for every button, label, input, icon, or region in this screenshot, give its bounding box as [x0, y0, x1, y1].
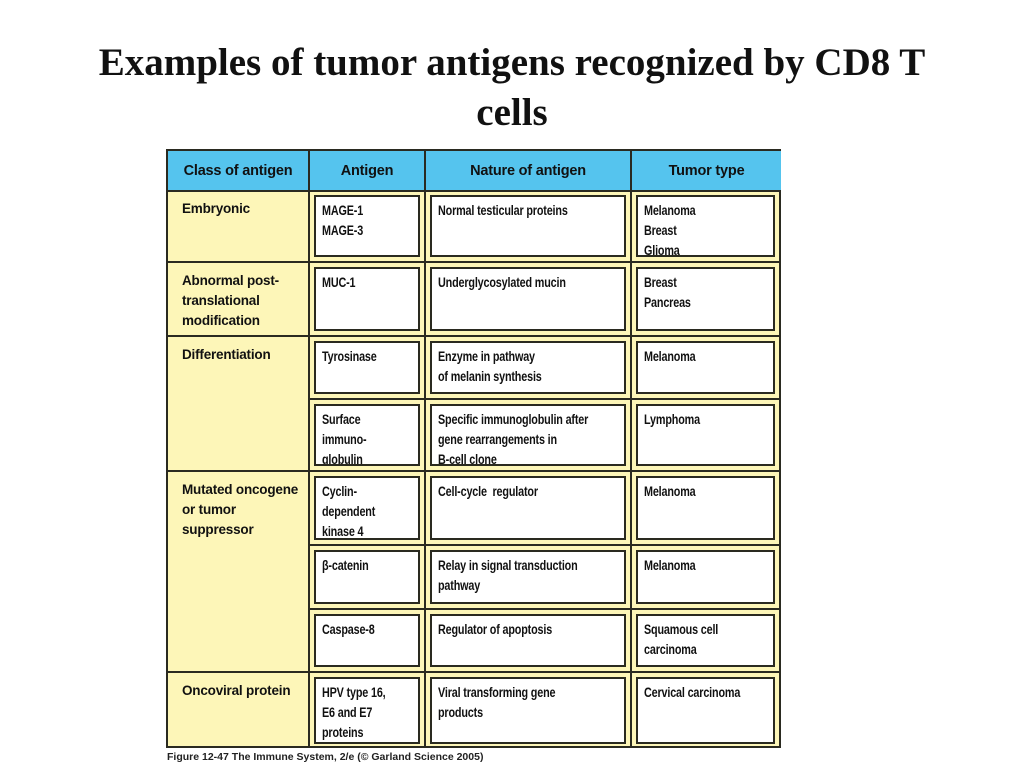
tumor-box: Breast Pancreas	[636, 267, 775, 331]
antigen-text: MAGE-1 MAGE-3	[322, 203, 364, 238]
class-cell: Abnormal post- translational modificatio…	[168, 263, 310, 337]
tumor-cell: Melanoma	[632, 546, 779, 610]
antigen-box: β-catenin	[314, 550, 420, 604]
nature-box: Cell-cycle regulator	[430, 476, 626, 540]
antigen-text: MUC-1	[322, 275, 356, 290]
antigen-box: HPV type 16, E6 and E7 proteins	[314, 677, 420, 744]
tumor-box: Melanoma Breast Glioma	[636, 195, 775, 257]
antigen-box: MUC-1	[314, 267, 420, 331]
nature-box: Regulator of apoptosis	[430, 614, 626, 667]
figure-caption: Figure 12-47 The Immune System, 2/e (© G…	[167, 751, 484, 763]
tumor-text: Squamous cell carcinoma	[644, 622, 719, 657]
class-cell: Embryonic	[168, 191, 310, 263]
tumor-text: Lymphoma	[644, 412, 700, 427]
antigen-box: Tyrosinase	[314, 341, 420, 394]
tumor-box: Cervical carcinoma	[636, 677, 775, 744]
antigen-cell: HPV type 16, E6 and E7 proteins	[310, 673, 426, 748]
antigen-cell: Caspase-8	[310, 610, 426, 673]
antigen-text: HPV type 16, E6 and E7 proteins	[322, 685, 386, 740]
antigen-text: Tyrosinase	[322, 349, 377, 364]
nature-cell: Regulator of apoptosis	[426, 610, 632, 673]
class-cell: Mutated oncogene or tumor suppressor	[168, 472, 310, 673]
antigen-box: Cyclin- dependent kinase 4	[314, 476, 420, 540]
tumor-box: Melanoma	[636, 550, 775, 604]
antigen-box: Surface immuno- globulin	[314, 404, 420, 466]
class-cell: Differentiation	[168, 337, 310, 472]
tumor-cell: Squamous cell carcinoma	[632, 610, 779, 673]
nature-text: Regulator of apoptosis	[438, 622, 553, 637]
nature-text: Relay in signal transduction pathway	[438, 558, 578, 593]
nature-cell: Viral transforming gene products	[426, 673, 632, 748]
nature-cell: Underglycosylated mucin	[426, 263, 632, 337]
header-antigen: Antigen	[310, 151, 426, 192]
header-tumor: Tumor type	[632, 151, 781, 192]
nature-text: Viral transforming gene products	[438, 685, 556, 720]
tumor-cell: Melanoma	[632, 337, 779, 400]
tumor-text: Cervical carcinoma	[644, 685, 741, 700]
tumor-cell: Breast Pancreas	[632, 263, 779, 337]
antigen-cell: MAGE-1 MAGE-3	[310, 191, 426, 263]
header-class: Class of antigen	[168, 151, 310, 192]
antigen-text: Surface immuno- globulin	[322, 412, 367, 466]
antigen-cell: Surface immuno- globulin	[310, 400, 426, 472]
tumor-text: Melanoma	[644, 484, 696, 499]
tumor-box: Squamous cell carcinoma	[636, 614, 775, 667]
antigen-cell: MUC-1	[310, 263, 426, 337]
tumor-text: Melanoma	[644, 558, 696, 573]
class-cell: Oncoviral protein	[168, 673, 310, 748]
tumor-cell: Melanoma Breast Glioma	[632, 191, 779, 263]
nature-text: Specific immunoglobulin after gene rearr…	[438, 412, 589, 466]
nature-cell: Enzyme in pathway of melanin synthesis	[426, 337, 632, 400]
antigen-cell: Cyclin- dependent kinase 4	[310, 472, 426, 546]
nature-cell: Specific immunoglobulin after gene rearr…	[426, 400, 632, 472]
nature-cell: Normal testicular proteins	[426, 191, 632, 263]
tumor-cell: Cervical carcinoma	[632, 673, 779, 748]
header-nature: Nature of antigen	[426, 151, 632, 192]
tumor-cell: Melanoma	[632, 472, 779, 546]
tumor-box: Melanoma	[636, 476, 775, 540]
tumor-cell: Lymphoma	[632, 400, 779, 472]
nature-text: Enzyme in pathway of melanin synthesis	[438, 349, 542, 384]
tumor-text: Breast Pancreas	[644, 275, 691, 310]
nature-text: Underglycosylated mucin	[438, 275, 566, 290]
antigen-cell: Tyrosinase	[310, 337, 426, 400]
antigen-text: Caspase-8	[322, 622, 375, 637]
nature-box: Normal testicular proteins	[430, 195, 626, 257]
tumor-text: Melanoma	[644, 349, 696, 364]
antigen-box: Caspase-8	[314, 614, 420, 667]
antigen-text: Cyclin- dependent kinase 4	[322, 484, 376, 539]
nature-text: Normal testicular proteins	[438, 203, 568, 218]
nature-box: Enzyme in pathway of melanin synthesis	[430, 341, 626, 394]
nature-box: Specific immunoglobulin after gene rearr…	[430, 404, 626, 466]
nature-box: Relay in signal transduction pathway	[430, 550, 626, 604]
nature-cell: Cell-cycle regulator	[426, 472, 632, 546]
nature-box: Underglycosylated mucin	[430, 267, 626, 331]
antigen-text: β-catenin	[322, 558, 369, 573]
tumor-box: Lymphoma	[636, 404, 775, 466]
nature-cell: Relay in signal transduction pathway	[426, 546, 632, 610]
slide-title: Examples of tumor antigens recognized by…	[98, 41, 926, 134]
antigen-box: MAGE-1 MAGE-3	[314, 195, 420, 257]
nature-text: Cell-cycle regulator	[438, 484, 538, 499]
nature-box: Viral transforming gene products	[430, 677, 626, 744]
antigen-cell: β-catenin	[310, 546, 426, 610]
tumor-box: Melanoma	[636, 341, 775, 394]
tumor-text: Melanoma Breast Glioma	[644, 203, 696, 257]
